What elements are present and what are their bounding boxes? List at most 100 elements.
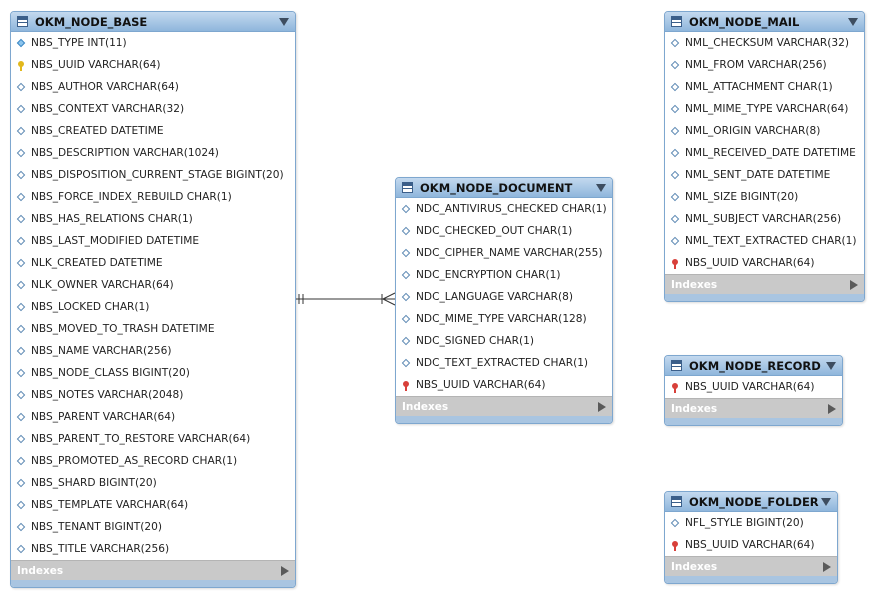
indexes-label: Indexes [671, 560, 718, 573]
column-row[interactable]: NDC_ENCRYPTION CHAR(1) [396, 264, 612, 286]
indexes-section[interactable]: Indexes [11, 560, 295, 580]
expand-arrow-icon[interactable] [850, 279, 858, 290]
table-title: OKM_NODE_BASE [35, 14, 148, 29]
column-diamond-icon [16, 390, 27, 401]
column-row[interactable]: NBS_UUID VARCHAR(64) [665, 534, 837, 556]
table-header[interactable]: OKM_NODE_DOCUMENT [396, 178, 612, 198]
column-row[interactable]: NLK_OWNER VARCHAR(64) [11, 274, 295, 296]
expand-arrow-icon[interactable] [598, 401, 606, 412]
column-row[interactable]: NBS_MOVED_TO_TRASH DATETIME [11, 318, 295, 340]
column-row[interactable]: NML_CHECKSUM VARCHAR(32) [665, 32, 864, 54]
table-okm-node-folder[interactable]: OKM_NODE_FOLDER NFL_STYLE BIGINT(20)NBS_… [664, 491, 838, 584]
column-row[interactable]: NBS_DISPOSITION_CURRENT_STAGE BIGINT(20) [11, 164, 295, 186]
column-row[interactable]: NML_MIME_TYPE VARCHAR(64) [665, 98, 864, 120]
relationship-line-base-document [295, 292, 396, 306]
column-row[interactable]: NDC_TEXT_EXTRACTED CHAR(1) [396, 352, 612, 374]
column-row[interactable]: NBS_UUID VARCHAR(64) [665, 376, 842, 398]
column-row[interactable]: NBS_UUID VARCHAR(64) [665, 252, 864, 274]
table-okm-node-document[interactable]: OKM_NODE_DOCUMENT NDC_ANTIVIRUS_CHECKED … [395, 177, 613, 424]
column-row[interactable]: NBS_AUTHOR VARCHAR(64) [11, 76, 295, 98]
collapse-arrow-icon[interactable] [596, 183, 606, 192]
column-label: NBS_FORCE_INDEX_REBUILD CHAR(1) [31, 191, 232, 203]
column-diamond-icon [670, 236, 681, 247]
column-row[interactable]: NBS_TITLE VARCHAR(256) [11, 538, 295, 560]
table-icon [402, 182, 413, 193]
table-okm-node-mail[interactable]: OKM_NODE_MAIL NML_CHECKSUM VARCHAR(32)NM… [664, 11, 865, 302]
column-row[interactable]: NBS_LAST_MODIFIED DATETIME [11, 230, 295, 252]
column-row[interactable]: NBS_TEMPLATE VARCHAR(64) [11, 494, 295, 516]
collapse-arrow-icon[interactable] [821, 497, 831, 506]
column-row[interactable]: NML_SENT_DATE DATETIME [665, 164, 864, 186]
collapse-arrow-icon[interactable] [826, 361, 836, 370]
indexes-label: Indexes [402, 400, 449, 413]
column-diamond-icon [670, 126, 681, 137]
table-header[interactable]: OKM_NODE_MAIL [665, 12, 864, 32]
column-label: NML_MIME_TYPE VARCHAR(64) [685, 103, 849, 115]
table-header[interactable]: OKM_NODE_BASE [11, 12, 295, 32]
collapse-arrow-icon[interactable] [848, 17, 858, 26]
column-row[interactable]: NBS_NODE_CLASS BIGINT(20) [11, 362, 295, 384]
column-row[interactable]: NDC_MIME_TYPE VARCHAR(128) [396, 308, 612, 330]
table-header[interactable]: OKM_NODE_FOLDER [665, 492, 837, 512]
table-title: OKM_NODE_RECORD [689, 358, 821, 373]
table-icon [671, 496, 682, 507]
column-row[interactable]: NDC_CHECKED_OUT CHAR(1) [396, 220, 612, 242]
indexes-section[interactable]: Indexes [665, 398, 842, 418]
column-row[interactable]: NDC_LANGUAGE VARCHAR(8) [396, 286, 612, 308]
column-row[interactable]: NML_SIZE BIGINT(20) [665, 186, 864, 208]
column-row[interactable]: NBS_NOTES VARCHAR(2048) [11, 384, 295, 406]
column-diamond-icon [16, 434, 27, 445]
column-diamond-icon [16, 236, 27, 247]
column-row[interactable]: NDC_SIGNED CHAR(1) [396, 330, 612, 352]
column-row[interactable]: NML_RECEIVED_DATE DATETIME [665, 142, 864, 164]
column-row[interactable]: NBS_CONTEXT VARCHAR(32) [11, 98, 295, 120]
column-row[interactable]: NDC_CIPHER_NAME VARCHAR(255) [396, 242, 612, 264]
column-row[interactable]: NBS_HAS_RELATIONS CHAR(1) [11, 208, 295, 230]
column-label: NDC_ENCRYPTION CHAR(1) [416, 269, 561, 281]
table-header[interactable]: OKM_NODE_RECORD [665, 356, 842, 376]
column-label: NBS_MOVED_TO_TRASH DATETIME [31, 323, 215, 335]
column-row[interactable]: NBS_DESCRIPTION VARCHAR(1024) [11, 142, 295, 164]
table-okm-node-record[interactable]: OKM_NODE_RECORD NBS_UUID VARCHAR(64) Ind… [664, 355, 843, 426]
column-row[interactable]: NBS_UUID VARCHAR(64) [396, 374, 612, 396]
column-label: NDC_ANTIVIRUS_CHECKED CHAR(1) [416, 203, 607, 215]
column-row[interactable]: NDC_ANTIVIRUS_CHECKED CHAR(1) [396, 198, 612, 220]
column-row[interactable]: NBS_FORCE_INDEX_REBUILD CHAR(1) [11, 186, 295, 208]
table-okm-node-base[interactable]: OKM_NODE_BASE NBS_TYPE INT(11)NBS_UUID V… [10, 11, 296, 588]
column-row[interactable]: NBS_PARENT_TO_RESTORE VARCHAR(64) [11, 428, 295, 450]
column-diamond-icon [16, 302, 27, 313]
column-label: NBS_CONTEXT VARCHAR(32) [31, 103, 185, 115]
column-row[interactable]: NBS_TYPE INT(11) [11, 32, 295, 54]
column-row[interactable]: NFL_STYLE BIGINT(20) [665, 512, 837, 534]
column-row[interactable]: NBS_PROMOTED_AS_RECORD CHAR(1) [11, 450, 295, 472]
column-diamond-icon [401, 226, 412, 237]
column-row[interactable]: NBS_UUID VARCHAR(64) [11, 54, 295, 76]
column-label: NDC_MIME_TYPE VARCHAR(128) [416, 313, 587, 325]
column-label: NML_SUBJECT VARCHAR(256) [685, 213, 842, 225]
column-label: NBS_TEMPLATE VARCHAR(64) [31, 499, 189, 511]
collapse-arrow-icon[interactable] [279, 17, 289, 26]
indexes-section[interactable]: Indexes [396, 396, 612, 416]
column-row[interactable]: NLK_CREATED DATETIME [11, 252, 295, 274]
expand-arrow-icon[interactable] [828, 403, 836, 414]
column-row[interactable]: NML_TEXT_EXTRACTED CHAR(1) [665, 230, 864, 252]
column-diamond-icon [401, 270, 412, 281]
column-row[interactable]: NBS_LOCKED CHAR(1) [11, 296, 295, 318]
column-row[interactable]: NML_ORIGIN VARCHAR(8) [665, 120, 864, 142]
column-row[interactable]: NBS_CREATED DATETIME [11, 120, 295, 142]
column-row[interactable]: NML_ATTACHMENT CHAR(1) [665, 76, 864, 98]
column-row[interactable]: NBS_PARENT VARCHAR(64) [11, 406, 295, 428]
indexes-section[interactable]: Indexes [665, 274, 864, 294]
indexes-section[interactable]: Indexes [665, 556, 837, 576]
column-row[interactable]: NML_FROM VARCHAR(256) [665, 54, 864, 76]
expand-arrow-icon[interactable] [281, 565, 289, 576]
column-row[interactable]: NML_SUBJECT VARCHAR(256) [665, 208, 864, 230]
column-label: NML_SIZE BIGINT(20) [685, 191, 799, 203]
column-label: NBS_TENANT BIGINT(20) [31, 521, 162, 533]
column-diamond-icon [670, 192, 681, 203]
column-row[interactable]: NBS_SHARD BIGINT(20) [11, 472, 295, 494]
column-row[interactable]: NBS_TENANT BIGINT(20) [11, 516, 295, 538]
expand-arrow-icon[interactable] [823, 561, 831, 572]
column-row[interactable]: NBS_NAME VARCHAR(256) [11, 340, 295, 362]
table-icon [671, 360, 682, 371]
